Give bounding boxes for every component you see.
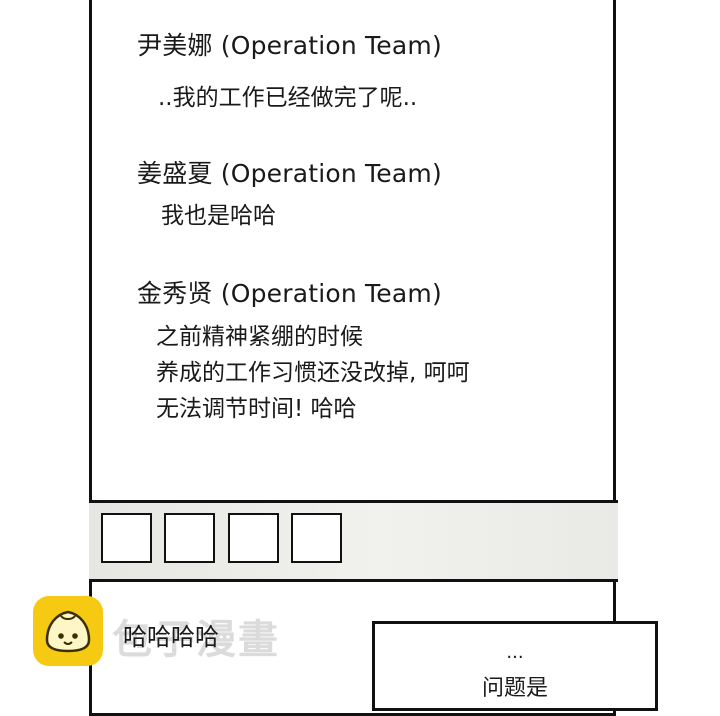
message-text-2: 我也是哈哈 <box>161 203 276 229</box>
speech-bubble-line-1: ... <box>506 642 524 663</box>
message-text-1: ..我的工作已经做完了呢.. <box>158 85 418 111</box>
speech-bubble-line-2: 问题是 <box>481 676 548 701</box>
message-text-3-line-1: 之前精神紧绷的时候 <box>156 324 363 350</box>
watermark-text: 包子漫畫 <box>112 617 280 663</box>
input-box-1[interactable] <box>101 513 152 563</box>
chat-panel <box>89 0 616 716</box>
message-text-3-line-3: 无法调节时间! 哈哈 <box>156 396 357 422</box>
message-author-3: 金秀贤 (Operation Team) <box>137 279 442 308</box>
input-box-4[interactable] <box>291 513 342 563</box>
bun-icon <box>45 610 91 653</box>
message-author-1: 尹美娜 (Operation Team) <box>137 31 442 60</box>
speech-bubble: ... 问题是 <box>372 621 658 711</box>
input-box-2[interactable] <box>164 513 215 563</box>
message-text-3-line-2: 养成的工作习惯还没改掉, 呵呵 <box>156 360 470 386</box>
message-author-2: 姜盛夏 (Operation Team) <box>137 159 442 188</box>
watermark-logo-icon <box>33 596 103 666</box>
input-box-3[interactable] <box>228 513 279 563</box>
reply-text: 哈哈哈哈 <box>123 623 219 651</box>
